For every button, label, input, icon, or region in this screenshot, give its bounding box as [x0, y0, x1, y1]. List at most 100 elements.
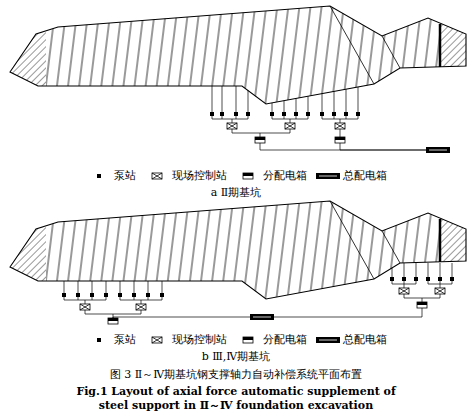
main-distribution-box [316, 173, 340, 179]
cable [222, 86, 223, 114]
pump-station [62, 293, 66, 297]
pump-station [270, 112, 274, 116]
sub-distribution-box-fill [108, 318, 118, 321]
cable [120, 281, 121, 295]
cable [148, 281, 149, 295]
legend-text: 现场控制站 [172, 332, 227, 347]
control-station-mark [435, 288, 445, 294]
cable [78, 281, 79, 295]
control-station-mark [335, 123, 345, 129]
pump-station [234, 112, 238, 116]
legend-text: 分配电箱 [263, 332, 307, 347]
control-station-mark [136, 304, 146, 310]
sub-distribution-box [417, 302, 427, 308]
cable [232, 133, 290, 134]
control-station [335, 123, 345, 129]
pump-station [450, 277, 454, 281]
pump-station [118, 293, 122, 297]
main-distribution-box [250, 314, 274, 320]
legend-symbol [86, 171, 112, 181]
legend-text: 总配电箱 [343, 168, 387, 183]
cable [106, 281, 107, 295]
legend-entry: 分配电箱 [235, 332, 307, 347]
legend-entry: 泵站 [86, 168, 136, 183]
panel-label: b Ⅲ,Ⅳ期基坑 [202, 350, 271, 364]
control-station-mark [227, 123, 237, 129]
control-station [152, 173, 162, 179]
cable [428, 263, 429, 279]
main-distribution-box [426, 147, 450, 153]
main-distribution-box [316, 337, 340, 343]
pump-station [332, 112, 336, 116]
sub-distribution-box-fill [243, 337, 253, 340]
cable [404, 263, 405, 279]
sub-distribution-box [335, 137, 345, 143]
panel-label: a Ⅱ期基坑 [211, 186, 262, 200]
pump-station [402, 277, 406, 281]
control-station [136, 304, 146, 310]
control-station-mark [152, 173, 162, 179]
pump-station [356, 112, 360, 116]
legend-text: 泵站 [114, 168, 136, 183]
legend-entry: 现场控制站 [144, 332, 227, 347]
main-distribution-box-mark [429, 150, 447, 151]
legend-entry: 总配电箱 [315, 332, 387, 347]
english-caption: Fig.1 Layout of axial force automatic su… [76, 385, 396, 413]
pump-station [220, 112, 224, 116]
pump-station [294, 112, 298, 116]
cable [296, 98, 297, 114]
control-station [152, 337, 162, 343]
main-distribution-box-mark [253, 317, 271, 318]
pump-station [390, 277, 394, 281]
cable [440, 263, 441, 279]
legend-text: 总配电箱 [343, 332, 387, 347]
legend: 泵站 现场控制站 分配电箱 总配电箱 [0, 332, 472, 347]
pump-station [97, 174, 101, 178]
foundation-pit-b [10, 201, 466, 299]
sub-distribution-box [255, 137, 265, 143]
main-distribution-box-mark [319, 175, 337, 176]
legend-text: 分配电箱 [263, 168, 307, 183]
control-station [227, 123, 237, 129]
cable [212, 119, 248, 120]
control-station-mark [399, 288, 409, 294]
pump-station [282, 112, 286, 116]
pump-station [90, 293, 94, 297]
legend-symbol [315, 171, 341, 181]
cable [162, 281, 163, 295]
legend-text: 现场控制站 [172, 168, 227, 183]
legend: 泵站 现场控制站 分配电箱 总配电箱 [0, 168, 472, 183]
control-station [285, 123, 295, 129]
legend-symbol [235, 171, 261, 181]
pump-station [76, 293, 80, 297]
equipment-group [210, 86, 450, 153]
cable [346, 89, 347, 114]
legend-entry: 总配电箱 [315, 168, 387, 183]
pump-station [104, 293, 108, 297]
pump-station [426, 277, 430, 281]
legend-entry: 泵站 [86, 332, 136, 347]
foundation-pit-a [10, 6, 466, 104]
main-distribution-box-mark [319, 339, 337, 340]
control-station-mark [285, 123, 295, 129]
sub-distribution-box-fill [255, 137, 265, 140]
cable [274, 305, 422, 317]
pump-station [97, 338, 101, 342]
pump-station [320, 112, 324, 116]
figure-caption: 图 3 Ⅱ～Ⅳ期基坑钢支撑轴力自动补偿系统平面布置 [110, 368, 362, 382]
sub-distribution-box-fill [417, 302, 427, 305]
sub-distribution-box [108, 318, 118, 324]
cable [248, 91, 249, 115]
control-station [435, 288, 445, 294]
cable [92, 281, 93, 295]
legend-symbol [144, 171, 170, 181]
legend-symbol [86, 335, 112, 345]
control-station [80, 304, 90, 310]
equipment-layout [62, 86, 454, 324]
control-station-mark [152, 337, 162, 343]
sub-distribution-box [243, 173, 253, 179]
legend-symbol [235, 335, 261, 345]
pump-station [246, 112, 250, 116]
cable [212, 86, 213, 114]
cable [452, 263, 453, 279]
